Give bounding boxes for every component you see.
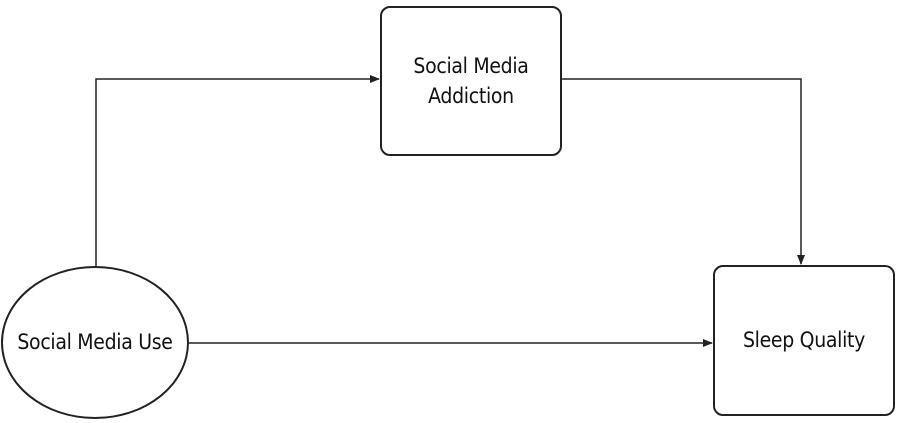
arrow-addiction-to-sleep xyxy=(562,78,805,265)
social-media-addiction-box: Social Media Addiction xyxy=(380,6,562,156)
sleep-quality-label: Sleep Quality xyxy=(742,328,866,353)
social-media-addiction-label: Social Media Addiction xyxy=(413,53,529,108)
sleep-quality-box: Sleep Quality xyxy=(713,265,895,416)
social-media-use-label: Social Media Use xyxy=(17,330,173,355)
social-media-use-oval: Social Media Use xyxy=(1,266,189,419)
arrow-use-to-addiction xyxy=(95,75,380,266)
